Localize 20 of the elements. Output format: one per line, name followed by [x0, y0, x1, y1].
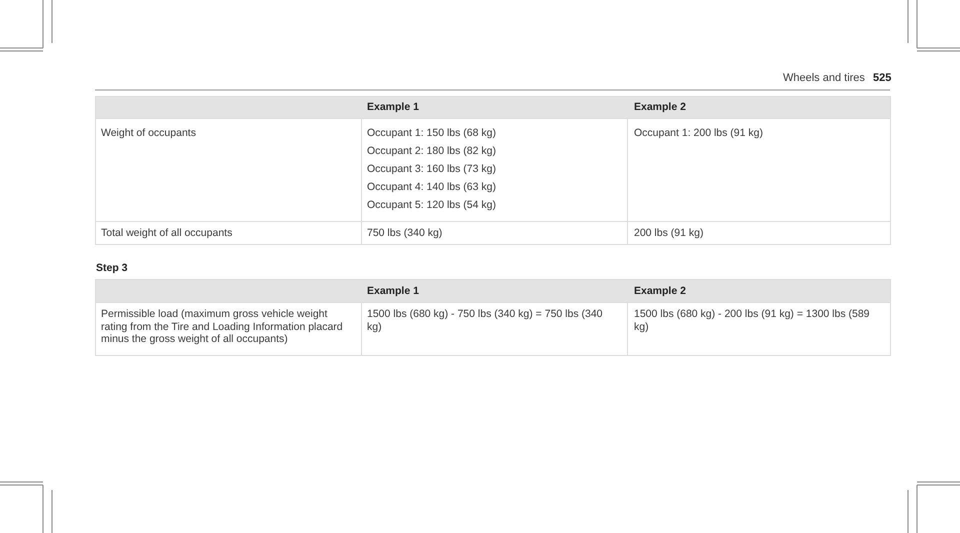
cell-text: Occupant 3: 160 lbs (73 kg) [367, 163, 496, 176]
step-heading: Step 3 [96, 262, 128, 274]
cell-text: 200 lbs (91 kg) [634, 227, 704, 240]
row-header: Permissible load (maximum gross vehicle weight rating from the Tire and Loading Information placard minus the gross weight of all occupants) [101, 308, 344, 346]
column-header: Example 2 [634, 285, 686, 298]
cell-text: Occupant 2: 180 lbs (82 kg) [367, 145, 496, 158]
cell-text: 1500 lbs (680 kg) - 200 lbs (91 kg) = 1300 lbs (589 kg) [634, 308, 871, 333]
column-header: Example 1 [367, 285, 419, 298]
cell-text: Occupant 5: 120 lbs (54 kg) [367, 199, 496, 212]
cell-text: Occupant 4: 140 lbs (63 kg) [367, 181, 496, 194]
cell-text: 1500 lbs (680 kg) - 750 lbs (340 kg) = 750 lbs (340 kg) [367, 308, 604, 333]
column-header: Example 2 [634, 101, 686, 114]
row-header: Total weight of all occupants [101, 227, 232, 240]
cell-text: 750 lbs (340 kg) [367, 227, 442, 240]
column-header: Example 1 [367, 101, 419, 114]
cell-text: Occupant 1: 150 lbs (68 kg) [367, 127, 496, 140]
row-header: Weight of occupants [101, 127, 196, 140]
cell-text: Occupant 1: 200 lbs (91 kg) [634, 127, 763, 140]
page-section-title: Wheels and tires [783, 72, 865, 84]
page-number: 525 [873, 72, 892, 84]
